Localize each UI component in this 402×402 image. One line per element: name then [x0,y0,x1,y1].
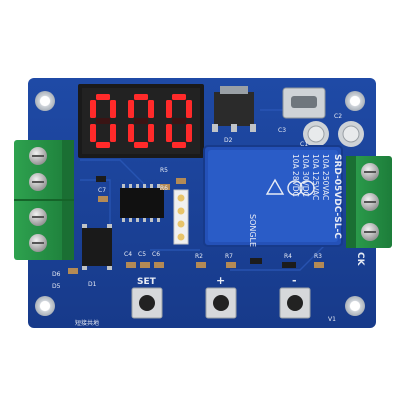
display-digit [90,94,116,148]
display-segment [172,94,186,100]
relay-rating-4: 10A 28VDC [291,154,300,197]
c3-label: C3 [278,127,286,134]
terminal-screw[interactable] [29,234,47,252]
r5-label: R5 [160,167,168,174]
display-segment [90,100,96,118]
terminal-screw[interactable] [361,223,379,241]
terminal-screw[interactable] [361,163,379,181]
c5-label: C5 [138,251,146,258]
display-segment [186,100,192,118]
r4-label: R4 [284,253,292,260]
relay-rating-2: 10A 125VAC [311,154,320,200]
relay-rating-3: 10A 30VDC [301,154,310,197]
terminal-screw[interactable] [29,208,47,226]
micro-usb-port [282,87,326,119]
mounting-hole [345,91,365,111]
display-segment [148,100,154,118]
mounting-hole [35,296,55,316]
mounting-hole [35,91,55,111]
display-digit [166,94,192,148]
c2-label: C2 [334,113,342,120]
set-button[interactable] [131,287,163,319]
pin-header [173,189,189,245]
display-segment [110,124,116,142]
v1-label: V1 [328,316,336,323]
display-segment [148,124,154,142]
led-display [78,84,204,158]
relay-model: SRD-05VDC-SL-C [332,154,342,239]
left-screw-terminal [14,140,74,260]
display-segment [128,124,134,142]
d6-label: D6 [52,271,61,278]
microcontroller-chip [120,184,164,222]
display-segment [134,118,148,124]
display-segment [110,100,116,118]
display-segment [96,142,110,148]
display-segment [186,124,192,142]
terminal-screw[interactable] [29,147,47,165]
d5-label: D5 [52,283,61,290]
plus-button[interactable] [205,287,237,319]
ground-note-label: 短接共地 [75,319,99,327]
c6-label: C6 [152,251,160,258]
capacitor [303,121,329,147]
r7-label: R7 [225,253,233,260]
set-label: SET [137,277,157,287]
relay: SRD-05VDC-SL-C 10A 250VAC 10A 125VAC 10A… [203,145,343,247]
display-segment [172,142,186,148]
ce-mark [287,180,315,196]
relay-rating-1: 10A 250VAC [321,154,330,200]
c1-label: C1 [300,141,308,148]
display-segment [96,118,110,124]
terminal-screw[interactable] [361,193,379,211]
terminal-screw[interactable] [29,173,47,191]
c7-label: C7 [98,187,106,194]
r3-label: R3 [314,253,322,260]
display-segment [134,94,148,100]
warning-triangle-icon [265,178,285,195]
display-segment [166,100,172,118]
display-segment [128,100,134,118]
display-segment [90,124,96,142]
resistor-black [96,176,296,268]
minus-label: - [292,274,297,287]
optocoupler [82,224,112,270]
capacitor [338,121,364,147]
ck-label: CK [355,252,365,267]
d2-label: D2 [224,137,233,144]
display-segment [96,94,110,100]
voltage-regulator [212,86,256,132]
plus-label: + [216,274,225,287]
display-segment [172,118,186,124]
display-segment [166,124,172,142]
mounting-hole [345,296,365,316]
r2-label: R2 [195,253,203,260]
c4-label: C4 [124,251,132,258]
d1-label: D1 [88,281,97,288]
r6-label: R6 [160,185,168,192]
display-digit [128,94,154,148]
minus-button[interactable] [279,287,311,319]
relay-brand: SONGLE [248,214,257,247]
display-segment [134,142,148,148]
smd-components [68,178,324,274]
